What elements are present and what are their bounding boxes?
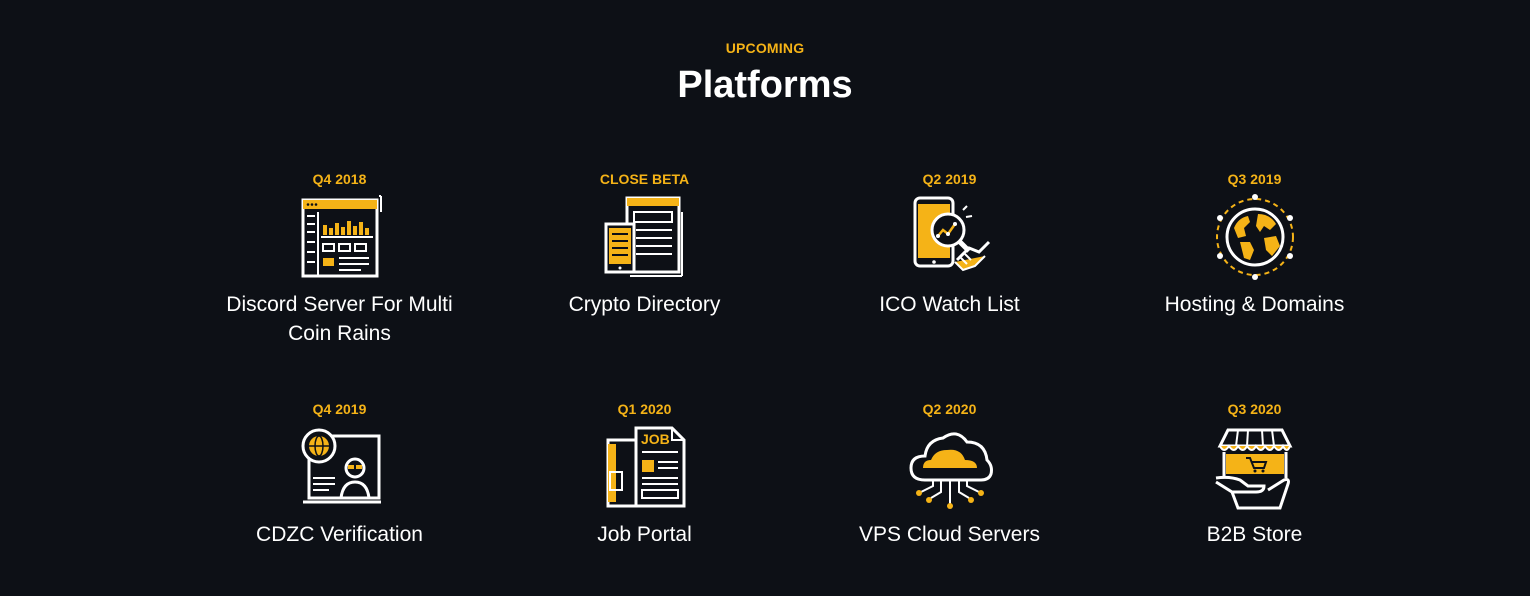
globe-network-icon [1210, 192, 1300, 282]
shop-hand-icon [1210, 422, 1300, 512]
platform-card-job-portal: Q1 2020 JOB Job Portal [492, 400, 797, 549]
platform-date: Q4 2018 [312, 171, 367, 187]
platform-name: CDZC Verification [256, 523, 423, 546]
platform-name: Hosting & Domains [1164, 293, 1345, 316]
platform-date: Q3 2020 [1227, 401, 1282, 417]
cloud-server-icon [905, 422, 995, 512]
platform-card-vps-cloud: Q2 2020 VPS Cloud Servers [797, 400, 1102, 549]
platform-name: Crypto Directory [568, 293, 721, 316]
responsive-devices-icon [600, 192, 690, 282]
section-eyebrow: UPCOMING [725, 40, 805, 56]
platform-name: B2B Store [1206, 523, 1303, 546]
platform-card-hosting-domains: Q3 2019 Hosting & Domains [1102, 170, 1407, 319]
phone-magnifier-handshake-icon [905, 192, 995, 282]
platform-date: Q2 2020 [922, 401, 977, 417]
job-document-icon: JOB [600, 422, 690, 512]
platform-date: Q4 2019 [312, 401, 367, 417]
platform-name: Job Portal [597, 523, 692, 546]
platform-card-cdzc-verification: Q4 2019 CDZC Verification [187, 400, 492, 549]
section-title: Platforms [677, 64, 853, 106]
platform-card-discord: Q4 2018 [187, 170, 492, 348]
job-label: JOB [641, 431, 670, 447]
platform-date: Q1 2020 [617, 401, 672, 417]
platform-date: Q2 2019 [922, 171, 977, 187]
platform-card-crypto-directory: CLOSE BETA Crypto Directory [492, 170, 797, 319]
platform-name: Discord Server For Multi Coin Rains [226, 293, 453, 345]
platforms-grid: Q4 2018 [187, 170, 1407, 570]
platform-card-ico-watch-list: Q2 2019 ICO Watch List [797, 170, 1102, 319]
dashboard-window-icon [295, 192, 385, 282]
platform-name: VPS Cloud Servers [859, 523, 1040, 546]
platform-card-b2b-store: Q3 2020 B2B Store [1102, 400, 1407, 549]
platform-name: ICO Watch List [879, 293, 1020, 316]
platform-date: CLOSE BETA [599, 171, 690, 187]
platform-date: Q3 2019 [1227, 171, 1282, 187]
user-verification-icon [295, 422, 385, 512]
